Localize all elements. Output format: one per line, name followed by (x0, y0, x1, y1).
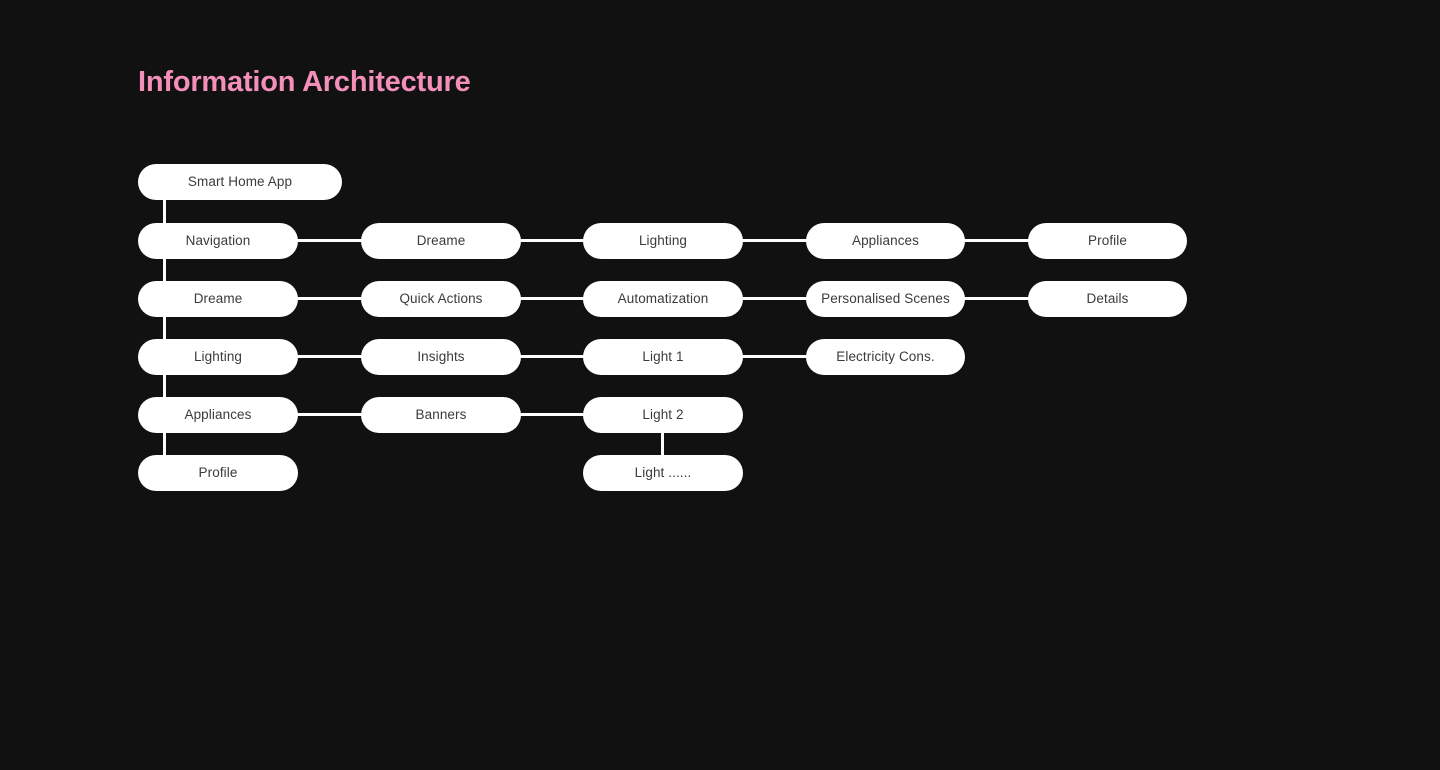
node-dreame-col1[interactable]: Dreame (138, 281, 298, 317)
connector-line-vertical (163, 317, 166, 339)
node-label: Quick Actions (399, 291, 483, 307)
node-personalised-scenes[interactable]: Personalised Scenes (806, 281, 965, 317)
connector-line-horizontal (963, 239, 1030, 242)
connector-line-horizontal (519, 413, 585, 416)
node-label: Insights (417, 349, 465, 365)
node-profile-col1[interactable]: Profile (138, 455, 298, 491)
connector-line-horizontal (296, 413, 363, 416)
node-navigation[interactable]: Navigation (138, 223, 298, 259)
node-label: Personalised Scenes (821, 291, 950, 307)
node-label: Dreame (416, 233, 466, 249)
node-automatization[interactable]: Automatization (583, 281, 743, 317)
node-label: Lighting (193, 349, 243, 365)
node-appliances-col1[interactable]: Appliances (138, 397, 298, 433)
connector-line-horizontal (741, 239, 808, 242)
connector-line-vertical (163, 259, 166, 281)
node-label: Electricity Cons. (836, 349, 935, 365)
node-label: Appliances (184, 407, 252, 423)
node-light-2[interactable]: Light 2 (583, 397, 743, 433)
node-appliances-col4[interactable]: Appliances (806, 223, 965, 259)
node-label: Appliances (851, 233, 920, 249)
connector-line-horizontal (296, 297, 363, 300)
connector-line-horizontal (741, 297, 808, 300)
connector-line-horizontal (519, 297, 585, 300)
node-quick-actions[interactable]: Quick Actions (361, 281, 521, 317)
connector-line-vertical (163, 375, 166, 397)
connector-line-vertical (163, 433, 166, 455)
node-label: Automatization (617, 291, 709, 307)
node-details[interactable]: Details (1028, 281, 1187, 317)
node-label: Dreame (193, 291, 243, 307)
node-label: Details (1086, 291, 1129, 307)
node-lighting-col1[interactable]: Lighting (138, 339, 298, 375)
node-label: Lighting (638, 233, 688, 249)
node-banners[interactable]: Banners (361, 397, 521, 433)
connector-line-horizontal (519, 355, 585, 358)
connector-line-vertical (163, 200, 166, 223)
connector-line-horizontal (519, 239, 585, 242)
node-label: Profile (198, 465, 238, 481)
node-label: Profile (1088, 233, 1127, 249)
node-root-smart-home-app[interactable]: Smart Home App (138, 164, 342, 200)
node-label: Light ...... (634, 465, 692, 481)
connector-line-horizontal (296, 239, 363, 242)
node-insights[interactable]: Insights (361, 339, 521, 375)
page-title: Information Architecture (138, 66, 471, 98)
connector-line-horizontal (963, 297, 1030, 300)
node-light-more[interactable]: Light ...... (583, 455, 743, 491)
connector-line-horizontal (296, 355, 363, 358)
node-electricity-cons[interactable]: Electricity Cons. (806, 339, 965, 375)
connector-line-horizontal (741, 355, 808, 358)
node-label: Smart Home App (187, 174, 293, 190)
node-label: Banners (415, 407, 467, 423)
node-label: Navigation (185, 233, 251, 249)
node-label: Light 1 (642, 349, 684, 365)
node-light-1[interactable]: Light 1 (583, 339, 743, 375)
node-label: Light 2 (642, 407, 684, 423)
node-dreame-col2[interactable]: Dreame (361, 223, 521, 259)
node-profile-col5[interactable]: Profile (1028, 223, 1187, 259)
connector-line-vertical (661, 433, 664, 455)
node-lighting-col3[interactable]: Lighting (583, 223, 743, 259)
